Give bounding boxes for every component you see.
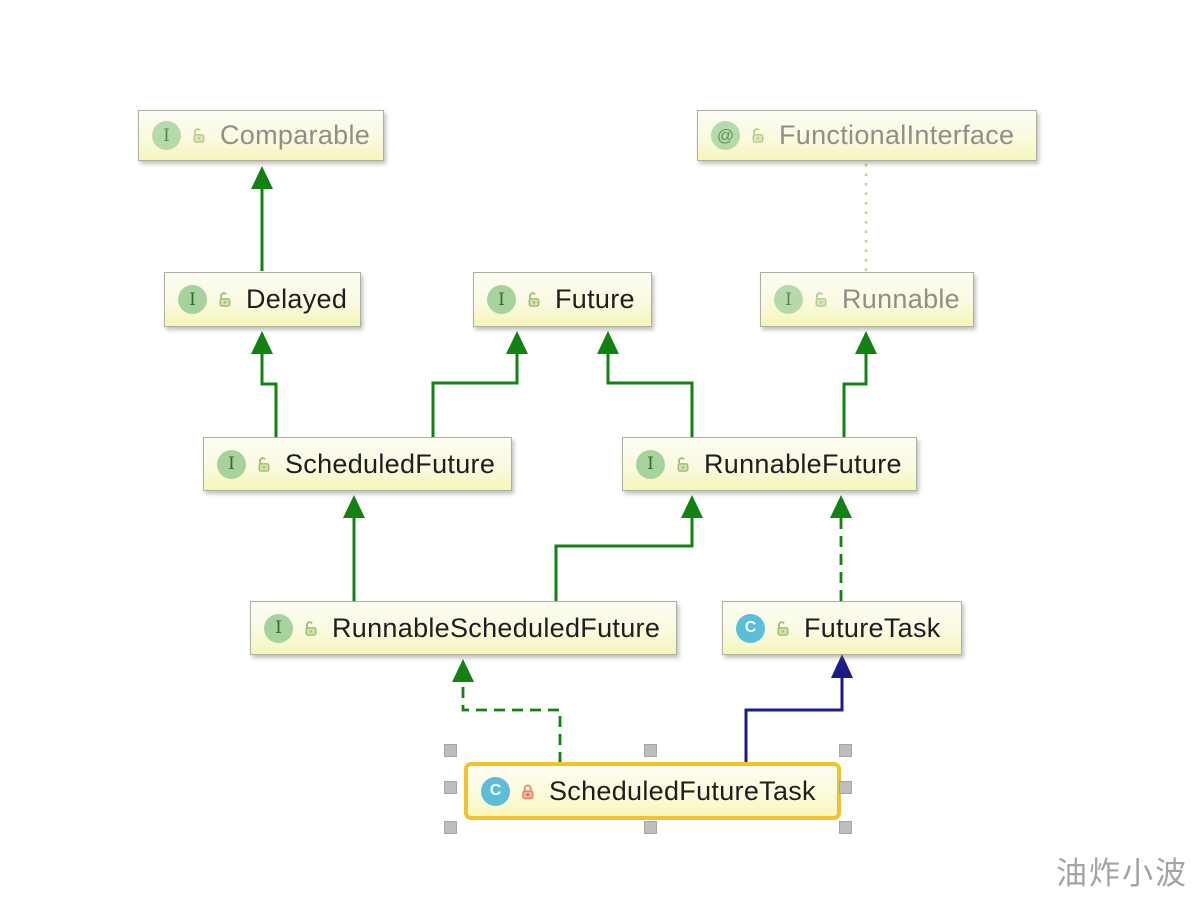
interface-icon: I bbox=[264, 613, 293, 643]
node-label: ScheduledFuture bbox=[285, 448, 496, 479]
class-icon: C bbox=[481, 776, 510, 806]
edge-runnablescheduledfuture-extends-scheduledfuture bbox=[343, 495, 365, 601]
locked-icon bbox=[518, 782, 537, 801]
unlocked-icon bbox=[748, 126, 767, 145]
unlocked-icon bbox=[254, 455, 273, 474]
selection-handle[interactable] bbox=[839, 744, 852, 757]
interface-icon: I bbox=[217, 449, 246, 479]
node-label: Future bbox=[555, 284, 635, 314]
node-label: FutureTask bbox=[804, 612, 941, 643]
unlocked-icon bbox=[673, 455, 692, 474]
selection-handle[interactable] bbox=[839, 781, 852, 794]
interface-icon: I bbox=[178, 285, 207, 314]
node-runnablescheduledfuture[interactable]: I RunnableScheduledFuture bbox=[250, 601, 677, 655]
node-label: ScheduledFutureTask bbox=[549, 775, 816, 806]
node-future[interactable]: I Future bbox=[473, 272, 652, 327]
node-label: Delayed bbox=[246, 284, 348, 314]
unlocked-icon bbox=[524, 290, 543, 309]
unlocked-icon bbox=[811, 290, 830, 309]
watermark: 油炸小波 bbox=[1056, 856, 1188, 891]
edge-scheduledfuturetask-extends-futuretask bbox=[744, 654, 853, 763]
unlocked-icon bbox=[301, 619, 320, 638]
class-icon: C bbox=[736, 613, 765, 643]
node-label: RunnableScheduledFuture bbox=[332, 612, 661, 643]
interface-icon: I bbox=[487, 285, 516, 314]
selection-handle[interactable] bbox=[444, 821, 457, 834]
node-label: Comparable bbox=[220, 120, 371, 150]
selection-handle[interactable] bbox=[644, 821, 657, 834]
interface-icon: I bbox=[774, 285, 803, 314]
edge-scheduledfuturetask-implements-runnablescheduledfuture bbox=[452, 659, 562, 763]
node-futuretask[interactable]: C FutureTask bbox=[722, 601, 962, 655]
unlocked-icon bbox=[215, 290, 234, 309]
node-label: RunnableFuture bbox=[704, 448, 902, 479]
node-comparable[interactable]: I Comparable bbox=[138, 110, 384, 161]
edge-runnablefuture-extends-runnable bbox=[842, 331, 877, 437]
selection-handle[interactable] bbox=[644, 744, 657, 757]
node-runnablefuture[interactable]: I RunnableFuture bbox=[622, 437, 917, 491]
node-runnable[interactable]: I Runnable bbox=[760, 272, 974, 327]
edge-delayed-extends-comparable bbox=[251, 166, 273, 271]
selection-handle[interactable] bbox=[444, 781, 457, 794]
edge-runnablescheduledfuture-extends-runnablefuture bbox=[554, 495, 703, 601]
selection-handle[interactable] bbox=[839, 821, 852, 834]
edge-scheduledfuture-extends-delayed bbox=[251, 331, 278, 437]
edge-runnablefuture-extends-future bbox=[597, 331, 694, 437]
edge-futuretask-implements-runnablefuture bbox=[830, 495, 852, 601]
unlocked-icon bbox=[773, 619, 792, 638]
edge-scheduledfuture-extends-future bbox=[431, 331, 528, 437]
annotation-icon: @ bbox=[711, 121, 740, 150]
interface-icon: I bbox=[636, 449, 665, 479]
unlocked-icon bbox=[189, 126, 208, 145]
node-scheduledfuturetask[interactable]: C ScheduledFutureTask bbox=[464, 762, 841, 820]
node-delayed[interactable]: I Delayed bbox=[164, 272, 361, 327]
interface-icon: I bbox=[152, 121, 181, 150]
node-scheduledfuture[interactable]: I ScheduledFuture bbox=[203, 437, 512, 491]
node-functionalinterface[interactable]: @ FunctionalInterface bbox=[697, 110, 1037, 161]
node-label: FunctionalInterface bbox=[779, 120, 1015, 150]
selection-handle[interactable] bbox=[444, 744, 457, 757]
node-label: Runnable bbox=[842, 284, 960, 314]
